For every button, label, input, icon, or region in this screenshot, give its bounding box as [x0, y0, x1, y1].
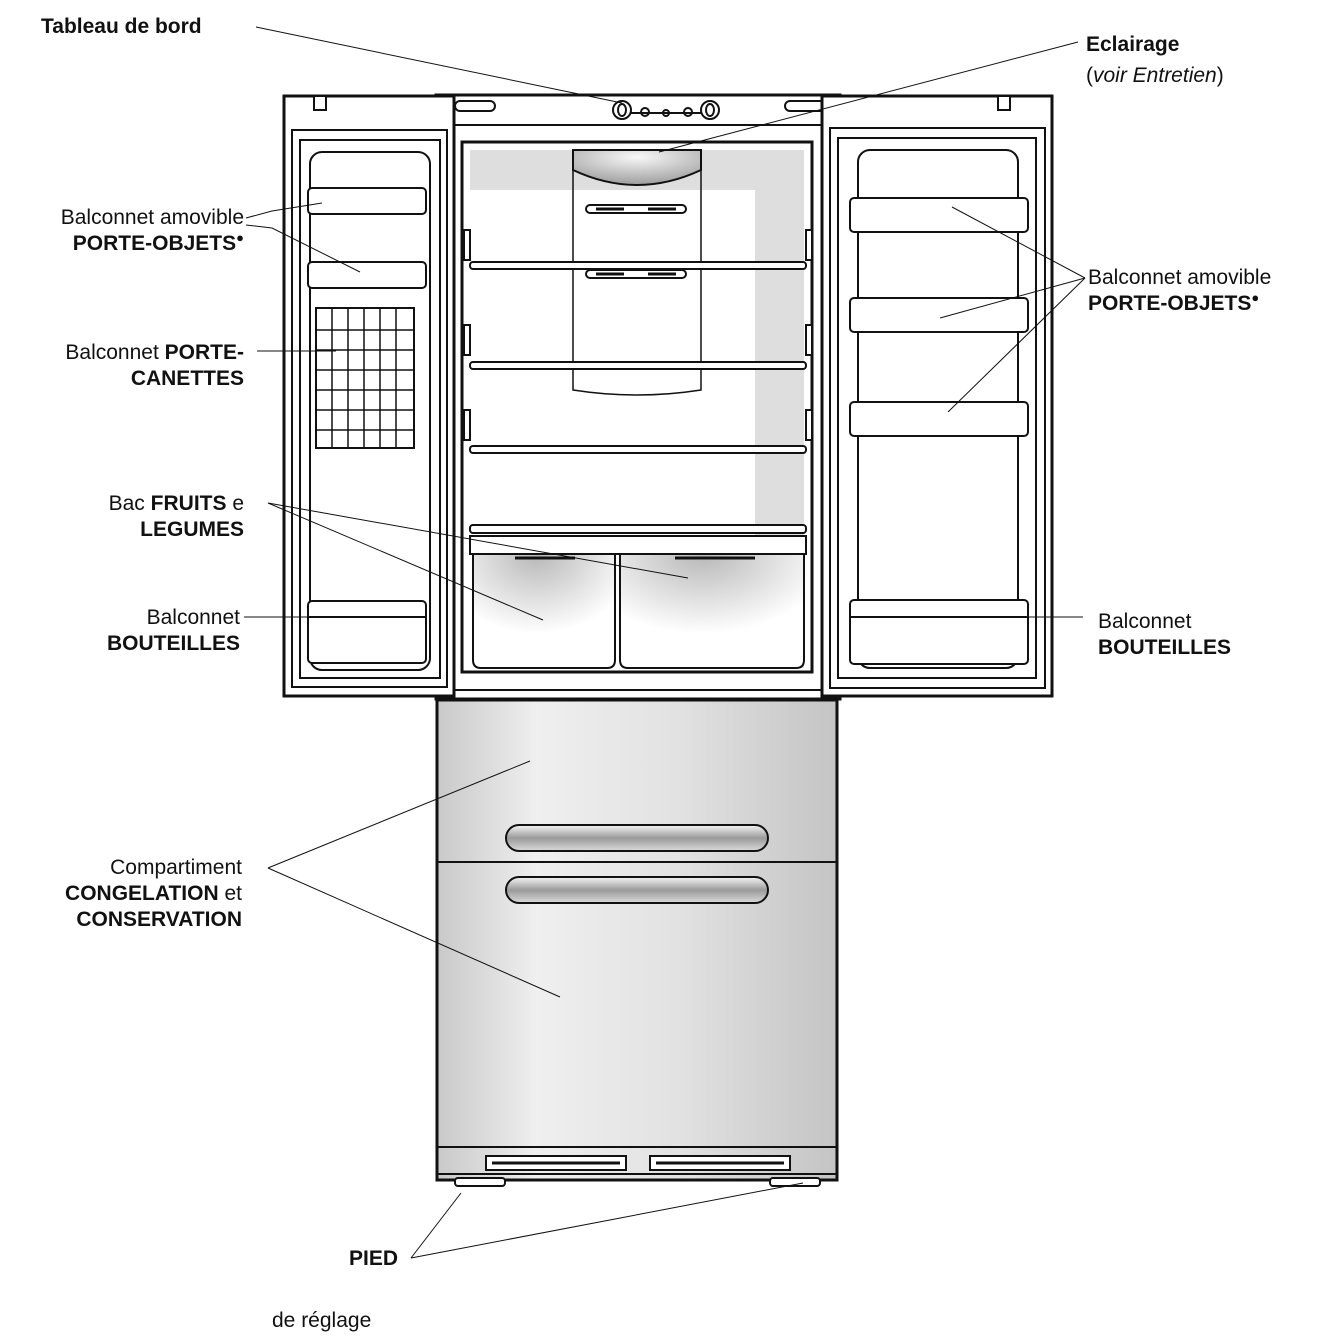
porte-canettes-line1: Balconnet PORTE-	[65, 340, 244, 366]
balconnet-amovible-right-line1: Balconnet amovible	[1088, 266, 1272, 289]
balconnet-amovible-left-line1: Balconnet amovible	[60, 206, 244, 229]
freezer	[435, 698, 839, 1187]
label-porte-canettes: Balconnet PORTE- CANETTES	[65, 340, 244, 392]
compartiment-line1: Compartiment	[110, 856, 242, 879]
label-balconnet-bouteilles-right: Balconnet BOUTEILLES	[1098, 609, 1231, 661]
light-housing	[572, 149, 702, 396]
bac-bold-1: FRUITS	[150, 492, 227, 515]
bouteilles-right-line2: BOUTEILLES	[1098, 636, 1232, 659]
porte-objets-right-text: PORTE-OBJETS	[1088, 292, 1252, 315]
paren-close: )	[1216, 64, 1224, 87]
bac-suffix: e	[226, 492, 244, 515]
balconnet-amovible-right-line2: PORTE-OBJETS●	[1088, 291, 1271, 317]
compartiment-suffix: et	[218, 882, 242, 905]
porte-canettes-line2: CANETTES	[130, 367, 244, 390]
porte-objets-left-text: PORTE-OBJETS	[72, 232, 237, 255]
bac-line2: LEGUMES	[140, 518, 244, 541]
crisper-drawers	[469, 535, 807, 669]
label-bac-fruits-legumes: Bac FRUITS e LEGUMES	[109, 491, 244, 543]
compartiment-line3: CONSERVATION	[76, 908, 242, 931]
canettes-prefix: Balconnet	[65, 341, 165, 364]
pied-title: PIED	[348, 1247, 398, 1270]
label-tableau-de-bord: Tableau de bord	[41, 15, 202, 38]
label-pied: PIED	[349, 1246, 398, 1272]
leader-lines	[244, 26, 1086, 1259]
bullet-right: ●	[1251, 290, 1260, 305]
canettes-bold-1: PORTE-	[164, 341, 244, 364]
label-balconnet-bouteilles-left: Balconnet BOUTEILLES	[107, 605, 240, 657]
right-door	[820, 94, 1054, 698]
compartiment-line2: CONGELATION et	[65, 881, 242, 907]
bac-prefix: Bac	[108, 492, 151, 515]
paren-open: (	[1086, 64, 1093, 87]
left-door	[282, 94, 456, 698]
bouteilles-right-line1: Balconnet	[1098, 610, 1192, 633]
control-panel	[454, 100, 826, 120]
label-eclairage: Eclairage	[1086, 33, 1180, 56]
balconnet-amovible-left-line2: PORTE-OBJETS●	[61, 231, 244, 257]
label-eclairage-note: (voir Entretien)	[1086, 63, 1224, 89]
bouteilles-left-line2: BOUTEILLES	[106, 632, 240, 655]
eclairage-note-text: voir Entretien	[1093, 64, 1217, 87]
label-compartiment: Compartiment CONGELATION et CONSERVATION	[65, 855, 242, 933]
shelves	[463, 229, 813, 534]
label-balconnet-amovible-left: Balconnet amovible PORTE-OBJETS●	[61, 205, 244, 257]
bouteilles-left-line1: Balconnet	[146, 606, 240, 629]
compartiment-bold-1: CONGELATION	[65, 882, 219, 905]
bac-line1: Bac FRUITS e	[109, 491, 244, 517]
bullet-left: ●	[236, 230, 244, 245]
label-pied-sub: de réglage	[272, 1309, 372, 1332]
label-balconnet-amovible-right: Balconnet amovible PORTE-OBJETS●	[1088, 265, 1271, 317]
